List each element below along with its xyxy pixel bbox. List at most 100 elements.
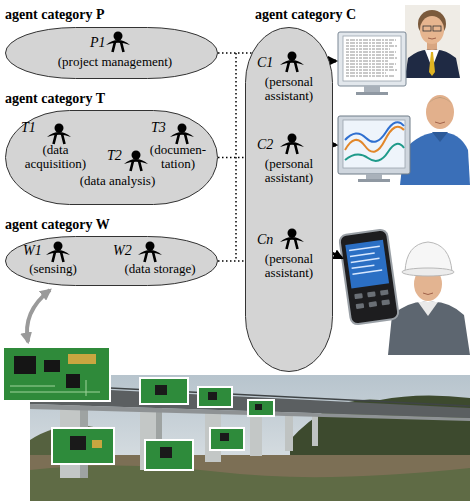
agent-role: (personal assistant) [245, 252, 333, 280]
board-closeup [44, 360, 60, 372]
category-outline [246, 28, 333, 372]
agent-head [178, 124, 187, 133]
agent-category: agent category PP1(project management) [5, 27, 218, 79]
agent-legs [287, 144, 298, 154]
agent-node: Cn(personal assistant) [245, 222, 333, 284]
agent-legs [287, 62, 298, 72]
agent-name: T3 [151, 120, 166, 136]
agent-node: P1(project management) [45, 29, 185, 75]
dotted-connector [218, 260, 245, 262]
dotted-connector [218, 52, 252, 54]
agent-node: T1 (data acquisition) [13, 115, 98, 175]
monitor-chart [358, 179, 390, 182]
person-photo [433, 26, 441, 31]
agent-role: (personal assistant) [245, 157, 333, 185]
person-photo [426, 97, 454, 106]
person-photo [405, 5, 460, 78]
board-closeup [10, 380, 100, 396]
person-photo [402, 268, 454, 276]
category-ellipse [5, 27, 218, 79]
bridge-photo [285, 413, 293, 451]
person-photo [432, 132, 448, 142]
agent-body [106, 40, 130, 45]
agent-role: (documen- tation) [143, 143, 213, 171]
sensor-board [155, 385, 167, 395]
agent-legs [53, 252, 64, 262]
agent-category: agent category WW1(sensing)W2(data stora… [5, 236, 218, 286]
agent-head [288, 229, 297, 238]
sensor-board [160, 447, 172, 458]
monitor-chart [343, 120, 405, 168]
agent-icon [279, 228, 305, 250]
agent-node: C2(personal assistant) [245, 127, 333, 189]
dotted-connector [218, 157, 245, 159]
agent-role: (data analysis) [55, 174, 180, 188]
monitor-text [338, 32, 406, 95]
pda-device [367, 291, 376, 297]
sensor-board [210, 428, 244, 450]
agent-body [280, 237, 304, 242]
sensor-board [92, 440, 102, 448]
agent-role: (data storage) [105, 262, 215, 276]
person-photo [428, 38, 436, 39]
agent-head [288, 134, 297, 143]
pda-device [381, 299, 390, 305]
sensor-board [145, 440, 193, 470]
category-heading: agent category W [5, 217, 110, 233]
agent-node: C1 (personal assistant) [245, 45, 333, 107]
category-heading: agent category C [255, 7, 356, 23]
person-photo [405, 5, 460, 78]
agent-legs [287, 239, 298, 249]
agent-role: (data acquisition) [13, 143, 98, 171]
agent-name: T2 [107, 148, 122, 164]
agent-head [288, 52, 297, 61]
agent-icon [123, 150, 149, 172]
agent-name: C1 [257, 55, 273, 71]
pda-device [339, 229, 399, 325]
agent-icon [169, 123, 195, 145]
person-photo [426, 95, 454, 129]
agent-category: agent category CC1(personal assistant)C2… [245, 27, 333, 372]
bus-line [235, 53, 237, 261]
agent-head [146, 242, 155, 251]
person-photo [405, 242, 452, 272]
sensor-board [52, 428, 114, 464]
agent-body [170, 132, 194, 137]
agent-name: W2 [113, 243, 132, 259]
category-outline [6, 237, 218, 286]
agent-legs [113, 42, 124, 52]
agent-body [124, 159, 148, 164]
person-photo [429, 52, 435, 76]
agent-body [280, 142, 304, 147]
monitor-chart [345, 127, 404, 152]
agent-name: T1 [21, 120, 36, 136]
monitor-text [338, 32, 406, 86]
agent-node: W1(sensing) [13, 239, 93, 281]
pda-device [354, 293, 363, 299]
agent-name: W1 [23, 243, 42, 259]
agent-category: agent category TT1(data acquisition)T2(d… [5, 110, 218, 205]
agent-legs [131, 161, 142, 171]
agent-head [132, 151, 141, 160]
agent-name: P1 [90, 35, 106, 51]
board-closeup [68, 354, 96, 364]
monitor-chart [345, 122, 404, 142]
monitor-chart [366, 174, 382, 179]
agent-icon [105, 31, 131, 53]
person-photo [423, 26, 431, 31]
sensor-board [198, 387, 232, 407]
agent-node: W2 (data storage) [105, 239, 215, 281]
monitor-chart [338, 116, 410, 182]
pda-device [345, 240, 389, 289]
agent-body [46, 250, 70, 255]
agent-icon [46, 123, 72, 145]
person-photo [423, 293, 433, 295]
pda-device [369, 301, 378, 307]
sensor-board [208, 392, 217, 400]
monitor-text [356, 92, 388, 95]
pda-device [339, 229, 399, 325]
agent-role: (personal assistant) [245, 75, 333, 103]
person-photo [405, 50, 460, 78]
pda-device [349, 246, 383, 274]
